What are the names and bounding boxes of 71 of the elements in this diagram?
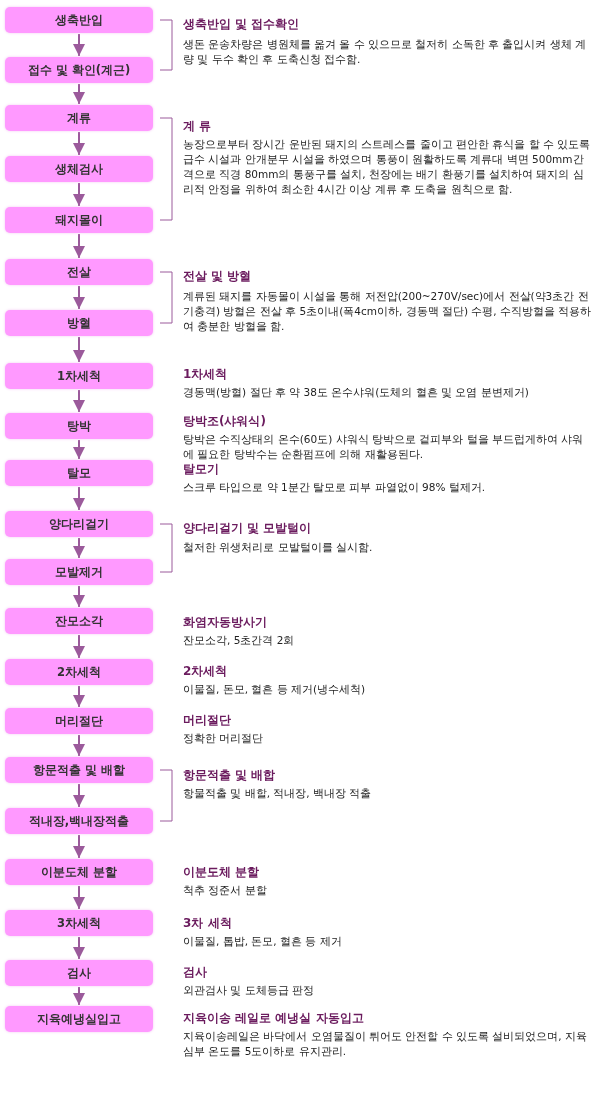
- arrow: [73, 986, 85, 1006]
- step-description: 지육이송레일은 바닥에서 오염물질이 튀어도 안전할 수 있도록 설비되었으며, 지육 심부 온도를 5도이하로 유지관리.: [183, 1029, 589, 1059]
- arrow: [73, 33, 85, 57]
- step-box: 계류: [5, 105, 153, 131]
- step-description: 농장으로부터 장시간 운반된 돼지의 스트레스를 줄이고 편안한 휴식을 할 수 있도록 급수 시설과 안개분무 시설을 하였으며 통풍이 원활하도록 계류대 벽면 500mm간격으로 직경 80mm의 통풍구를 설치, 천장에는 배기 환풍기를 설치하여 돼지의 심리적 안정을 위하여 최소한 4시간 이상 계류 후 도축을 원칙으로 함.: [183, 137, 592, 197]
- step-heading: 머리절단: [183, 712, 231, 729]
- step-box: 생체검사: [5, 156, 153, 182]
- step-description: 척추 정준서 분할: [183, 883, 268, 898]
- arrow: [73, 389, 85, 413]
- step-box: 적내장,백내장적출: [5, 808, 153, 834]
- arrow: [73, 83, 85, 105]
- step-description: 생돈 운송차량은 병원체를 옮겨 올 수 있으므로 철저히 소독한 후 출입시켜 생체 계량 및 두수 확인 후 도축신청 접수함.: [183, 37, 588, 67]
- step-description: 경동맥(방혈) 절단 후 약 38도 온수샤워(도체의 혈흔 및 오염 분변제거): [183, 385, 530, 400]
- step-heading: 생축반입 및 접수확인: [183, 16, 300, 33]
- step-description: 정확한 머리절단: [183, 731, 265, 746]
- step-description: 탕박은 수직상태의 온수(60도) 샤워식 탕박으로 겉피부와 털을 부드럽게하여 샤워에 필요한 탕박수는 순환펌프에 의해 재활용된다.: [183, 432, 585, 462]
- step-box: 2차세척: [5, 659, 153, 685]
- step-heading: 전살 및 방혈: [183, 268, 252, 285]
- arrow: [73, 285, 85, 310]
- step-box: 탕박: [5, 413, 153, 439]
- arrow: [73, 486, 85, 511]
- arrow: [73, 182, 85, 207]
- step-box: 접수 및 확인(계근): [5, 57, 153, 83]
- step-description: 스크루 타입으로 약 1분간 탈모로 피부 파열없이 98% 털제거.: [183, 480, 487, 495]
- step-box: 항문적출 및 배할: [5, 757, 153, 783]
- arrow: [73, 634, 85, 659]
- step-box: 머리절단: [5, 708, 153, 734]
- step-heading: 2차세척: [183, 663, 228, 680]
- arrow: [73, 537, 85, 559]
- step-box: 3차세척: [5, 910, 153, 936]
- step-box: 이분도체 분할: [5, 859, 153, 885]
- step-box: 생축반입: [5, 7, 153, 33]
- arrow: [73, 131, 85, 156]
- step-heading: 탕박조(샤워식): [183, 413, 266, 430]
- step-heading: 계 류: [183, 118, 212, 135]
- step-description: 항물적출 및 배할, 적내장, 백내장 적출: [183, 786, 373, 801]
- arrow: [73, 685, 85, 708]
- step-box: 방혈: [5, 310, 153, 336]
- step-description: 이물질, 톱밥, 돈모, 혈흔 등 제거: [183, 934, 343, 949]
- step-description: 잔모소각, 5초간격 2회: [183, 633, 296, 648]
- step-heading: 화염자동방사기: [183, 614, 267, 631]
- step-heading: 탈모기: [183, 461, 219, 478]
- step-box: 잔모소각: [5, 608, 153, 634]
- arrow: [73, 783, 85, 808]
- step-heading: 항문적출 및 배합: [183, 767, 276, 784]
- step-description: 계류된 돼지를 자동몰이 시설을 통해 저전압(200~270V/sec)에서 전살(약3초간 전기충격) 방혈은 전살 후 5초이내(폭4cm이하, 경동맥 절단) 수평, 수직방혈을 적용하여 충분한 방혈을 함.: [183, 289, 593, 334]
- arrow: [73, 336, 85, 363]
- arrow: [73, 834, 85, 859]
- arrow: [73, 585, 85, 608]
- step-box: 모발제거: [5, 559, 153, 585]
- step-description: 철저한 위생처리로 모발털이를 실시함.: [183, 540, 374, 555]
- arrow: [73, 439, 85, 460]
- step-heading: 지육이송 레일로 예냉실 자동입고: [183, 1010, 364, 1027]
- step-heading: 이분도체 분할: [183, 864, 260, 881]
- step-heading: 3차 세척: [183, 915, 232, 932]
- step-description: 외관검사 및 도체등급 판정: [183, 983, 315, 998]
- step-box: 양다리걸기: [5, 511, 153, 537]
- step-heading: 1차세척: [183, 366, 228, 383]
- step-box: 1차세척: [5, 363, 153, 389]
- arrow: [73, 734, 85, 757]
- arrow: [73, 885, 85, 910]
- step-box: 탈모: [5, 460, 153, 486]
- arrow: [73, 233, 85, 259]
- arrow: [73, 936, 85, 960]
- step-box: 전살: [5, 259, 153, 285]
- step-box: 돼지몰이: [5, 207, 153, 233]
- step-heading: 검사: [183, 964, 207, 981]
- step-description: 이물질, 돈모, 혈흔 등 제거(냉수세척): [183, 682, 367, 697]
- step-heading: 양다리걸기 및 모발털이: [183, 520, 312, 537]
- step-box: 검사: [5, 960, 153, 986]
- step-box: 지육예냉실입고: [5, 1006, 153, 1032]
